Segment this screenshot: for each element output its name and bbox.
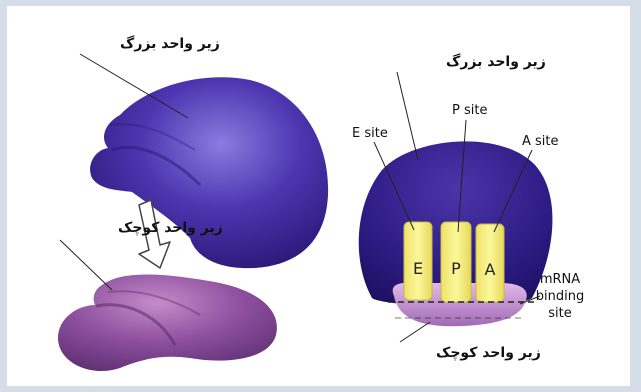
right-small-subunit-label: زیر واحد کوچک <box>436 345 541 361</box>
e-site-tile: E <box>404 222 432 300</box>
p-site-label: P site <box>452 103 487 118</box>
right-large-subunit-label: زیر واحد بزرگ <box>446 53 546 70</box>
mrna-label-line3: site <box>548 306 571 321</box>
p-site-tile: P <box>441 222 471 302</box>
a-tile-letter: A <box>485 260 496 279</box>
left-small-leader-line <box>60 240 112 290</box>
left-large-subunit <box>90 77 328 268</box>
e-tile-letter: E <box>413 259 423 278</box>
right-small-leader-line <box>400 322 430 342</box>
e-site-label: E site <box>352 126 388 141</box>
mrna-label-line1: mRNA <box>540 272 580 287</box>
left-small-subunit <box>58 274 277 371</box>
left-large-subunit-label: زیر واحد بزرگ <box>120 35 220 52</box>
a-site-label: A site <box>522 134 559 149</box>
left-small-subunit-label: زیر واحد کوچک <box>118 220 223 236</box>
a-site-tile: A <box>476 224 504 302</box>
right-large-leader-line <box>397 72 418 160</box>
mrna-label-line2: binding <box>536 289 584 304</box>
p-tile-letter: P <box>451 259 461 278</box>
